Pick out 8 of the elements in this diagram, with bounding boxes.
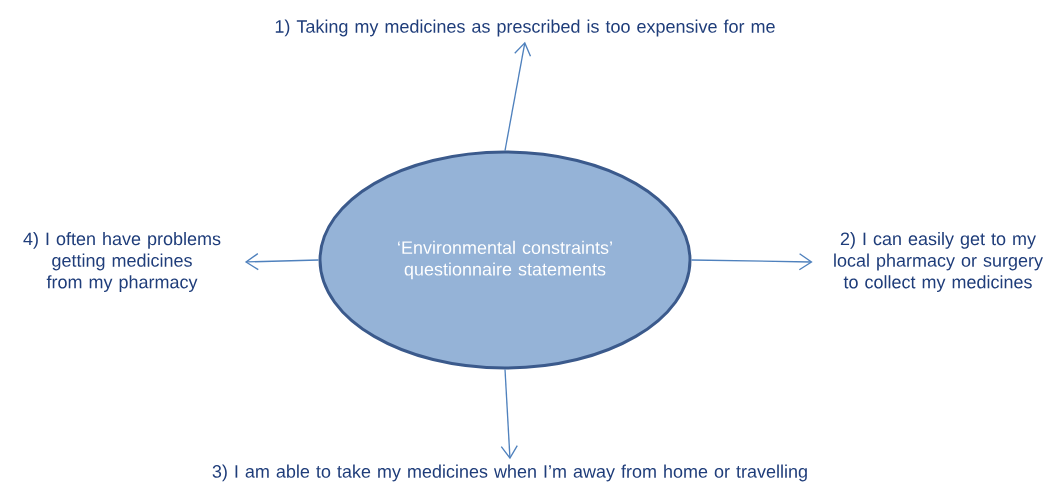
statement-text: 1) Taking my medicines as prescribed is too expensive for me bbox=[275, 19, 775, 37]
arrow bbox=[690, 253, 813, 271]
arrow bbox=[500, 368, 518, 460]
statement-text: 2) I can easily get to my local pharmacy or surgery to collect my medicines bbox=[834, 232, 1043, 292]
statement-text: 4) I often have problems getting medicines from my pharmacy bbox=[23, 232, 221, 292]
statement-text: 3) I am able to take my medicines when I’m away from home or travelling bbox=[212, 464, 807, 482]
arrow bbox=[244, 252, 320, 271]
arrow bbox=[504, 41, 532, 152]
